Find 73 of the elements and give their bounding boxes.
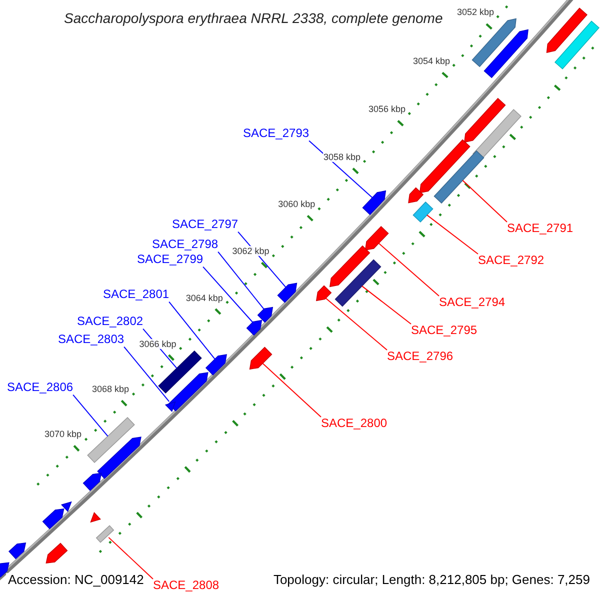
leader-line xyxy=(361,286,412,324)
leader-line xyxy=(218,251,264,310)
leader-line xyxy=(262,362,322,418)
scale-label: 3056 kbp xyxy=(368,104,406,114)
scale-label: 3062 kbp xyxy=(232,246,270,256)
gene-feature xyxy=(364,226,389,251)
scale-label: 3054 kbp xyxy=(412,56,450,66)
gene-label: SACE_2796 xyxy=(387,350,454,364)
gene-label: SACE_2798 xyxy=(152,238,218,252)
gene-feature xyxy=(464,98,506,143)
gene-feature xyxy=(46,542,68,564)
gene-feature xyxy=(419,139,470,194)
leader-line xyxy=(426,214,478,254)
gene-block xyxy=(334,259,382,307)
gene-feature xyxy=(362,190,386,216)
scale-label: 3068 kbp xyxy=(92,384,130,394)
leader-line xyxy=(168,301,216,360)
gene-feature xyxy=(329,245,370,288)
leader-line xyxy=(124,346,170,402)
gene-label: SACE_2808 xyxy=(153,579,220,593)
gene-block xyxy=(96,525,114,543)
leader-line xyxy=(308,140,373,198)
accession-text: Accession: NC_009142 xyxy=(6,573,146,588)
gene-feature xyxy=(82,472,102,491)
gene-feature xyxy=(246,320,262,336)
leader-line xyxy=(202,266,254,323)
leader-line xyxy=(462,180,508,222)
gene-feature xyxy=(0,562,10,578)
gene-label: SACE_2799 xyxy=(137,253,204,267)
leader-line xyxy=(325,298,388,350)
scale-label: 3064 kbp xyxy=(186,292,223,303)
genome-summary: Topology: circular; Length: 8,212,805 bp; Genes: 7,259 xyxy=(271,573,592,588)
scale-label: 3052 kbp xyxy=(457,7,494,18)
leader-line xyxy=(72,394,108,437)
gene-feature xyxy=(42,508,64,530)
gene-label: SACE_2791 xyxy=(507,222,574,236)
gene-label: SACE_2795 xyxy=(411,324,478,338)
gene-feature xyxy=(316,285,332,302)
scale-label: 3058 kbp xyxy=(323,152,361,162)
scale-label: 3066 kbp xyxy=(139,338,176,349)
gene-label: SACE_2806 xyxy=(7,381,74,395)
gene-label: SACE_2803 xyxy=(58,333,124,347)
leader-line xyxy=(108,536,154,580)
gene-feature xyxy=(249,346,272,370)
gene-feature xyxy=(277,282,298,303)
gene-label: SACE_2793 xyxy=(243,127,310,141)
gene-feature xyxy=(61,501,72,512)
scale-label: 3060 kbp xyxy=(278,199,316,210)
gene-feature xyxy=(97,436,142,480)
gene-block xyxy=(87,416,135,464)
gene-label: SACE_2797 xyxy=(172,218,238,232)
leader-line xyxy=(378,242,440,296)
gene-feature xyxy=(408,187,424,204)
gene-feature xyxy=(168,372,208,412)
gene-feature xyxy=(484,29,528,78)
gene-feature xyxy=(472,18,516,68)
gene-label: SACE_2792 xyxy=(478,254,544,268)
gene-feature xyxy=(546,8,588,54)
diagram-title: Saccharopolyspora erythraea NRRL 2338, complete genome xyxy=(62,10,445,26)
gene-feature xyxy=(8,542,26,560)
gene-feature xyxy=(205,354,227,376)
gene-feature xyxy=(257,306,274,323)
gene-feature xyxy=(90,512,101,523)
gene-label: SACE_2794 xyxy=(439,296,506,310)
gene-block xyxy=(158,350,202,394)
gene-label: SACE_2801 xyxy=(103,288,170,302)
scale-label: 3070 kbp xyxy=(44,429,82,440)
gene-block xyxy=(412,202,434,222)
gene-label: SACE_2800 xyxy=(321,417,388,431)
gene-block xyxy=(434,150,484,204)
gene-feature xyxy=(164,401,176,412)
gene-block xyxy=(554,20,600,70)
gene-label: SACE_2802 xyxy=(77,315,144,329)
